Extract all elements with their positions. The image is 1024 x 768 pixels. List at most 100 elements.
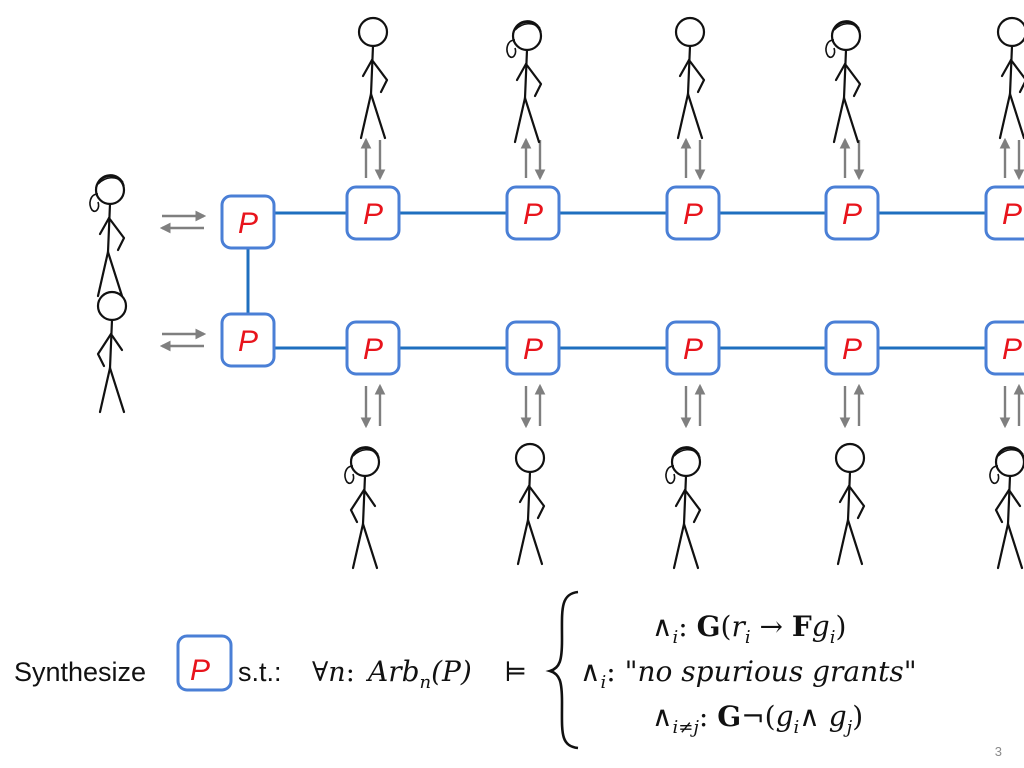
figure-leg (842, 96, 860, 144)
process-node-box (824, 185, 880, 241)
spec-line-2: ∧i: "no spurious grants" (580, 655, 917, 693)
page-number: 3 (995, 744, 1002, 759)
figure-leg (832, 96, 846, 144)
man-figure (357, 16, 389, 140)
index-subscript: i (673, 627, 679, 648)
process-node-box (984, 320, 1024, 376)
figure-leg (686, 92, 704, 140)
figure-hair (97, 176, 124, 185)
spec-line-3: ∧i≠j: G¬(gi∧ gj) (652, 700, 863, 738)
figure-arm (349, 488, 366, 524)
figure-body (526, 470, 532, 522)
forall-symbol: ∀ (312, 657, 329, 688)
figure-arm (96, 332, 113, 368)
implies-arrow: → (751, 610, 792, 643)
man-figure (514, 442, 546, 566)
formula-p-box (176, 634, 233, 692)
curly-brace (545, 590, 579, 750)
grant-var: g (812, 610, 830, 643)
quantifier: ∀n: (312, 657, 355, 688)
process-node: P (984, 185, 1024, 241)
process-node: P (505, 320, 561, 376)
request-subscript: i (745, 627, 751, 648)
conjunction-symbol: ∧ (652, 700, 673, 733)
paren-open: ( (721, 610, 732, 643)
request-grant-arrows (159, 137, 1024, 429)
globally-operator: G (717, 700, 741, 733)
process-node: P (984, 320, 1024, 376)
figure-arm (834, 62, 847, 82)
figure-leg (996, 522, 1010, 570)
process-node-box (345, 320, 401, 376)
figure-leg (526, 518, 544, 566)
process-node-label: P (683, 333, 703, 366)
grant-var-j: g (829, 700, 847, 733)
process-node-box (984, 185, 1024, 241)
figure-arm (361, 58, 374, 78)
process-node-label: P (238, 207, 258, 240)
globally-operator: G (697, 610, 721, 643)
process-node-label: P (683, 198, 703, 231)
conjunction-inner: ∧ (799, 700, 828, 733)
figure-leg (513, 96, 527, 144)
figure-arm (1007, 488, 1022, 508)
arb-argument: (P) (431, 655, 472, 688)
figure-leg (96, 250, 110, 298)
figure-leg (682, 522, 700, 570)
figure-arm (683, 488, 702, 524)
process-node-label: P (238, 325, 258, 358)
man-figure (96, 290, 128, 414)
index-subscript: i (601, 672, 607, 693)
figure-arm (674, 488, 687, 508)
figure-head (514, 442, 546, 474)
figure-hair (997, 448, 1024, 457)
figure-leg (836, 518, 850, 566)
figure-arm (687, 58, 706, 94)
figure-hair (673, 448, 700, 457)
figure-ponytail (989, 465, 1000, 485)
figure-hair (352, 448, 379, 457)
process-node-label: P (523, 198, 543, 231)
figure-arm (838, 484, 851, 504)
figure-ponytail (665, 465, 676, 485)
woman-figure (344, 446, 381, 570)
figure-leg (98, 366, 112, 414)
figure-arm (515, 62, 528, 82)
process-node: P (220, 194, 276, 250)
spec-line-1: ∧i: G(ri → Fgi) (652, 610, 846, 648)
paren-close: ) (835, 610, 846, 643)
figure-body (108, 318, 114, 370)
process-node: P (665, 185, 721, 241)
negation-open: ¬( (741, 700, 775, 733)
process-node-box (824, 320, 880, 376)
grant-var-i: g (776, 700, 794, 733)
figure-leg (1006, 522, 1024, 570)
process-node: P (345, 320, 401, 376)
figure-ponytail (344, 465, 355, 485)
colon: : (606, 655, 624, 688)
process-node-label: P (523, 333, 543, 366)
client-figures (89, 16, 1024, 570)
such-that-label: s.t.: (238, 657, 282, 687)
request-var: r (731, 610, 746, 643)
conjunction-symbol: ∧ (652, 610, 673, 643)
colon: : (699, 700, 717, 733)
finally-operator: F (792, 610, 812, 643)
figure-body (361, 474, 367, 526)
figure-leg (359, 92, 373, 140)
process-node: P (345, 185, 401, 241)
figure-leg (361, 522, 379, 570)
figure-hair (833, 22, 860, 31)
figure-leg (1008, 92, 1024, 140)
figure-body (1008, 44, 1014, 96)
process-node-box (665, 185, 721, 241)
synthesize-label: Synthesize (14, 657, 146, 687)
process-node-label: P (363, 333, 383, 366)
figure-head (96, 290, 128, 322)
woman-figure (825, 20, 862, 144)
figure-head (674, 16, 706, 48)
process-node: P (505, 185, 561, 241)
process-node-box (505, 185, 561, 241)
figure-body (682, 474, 688, 526)
